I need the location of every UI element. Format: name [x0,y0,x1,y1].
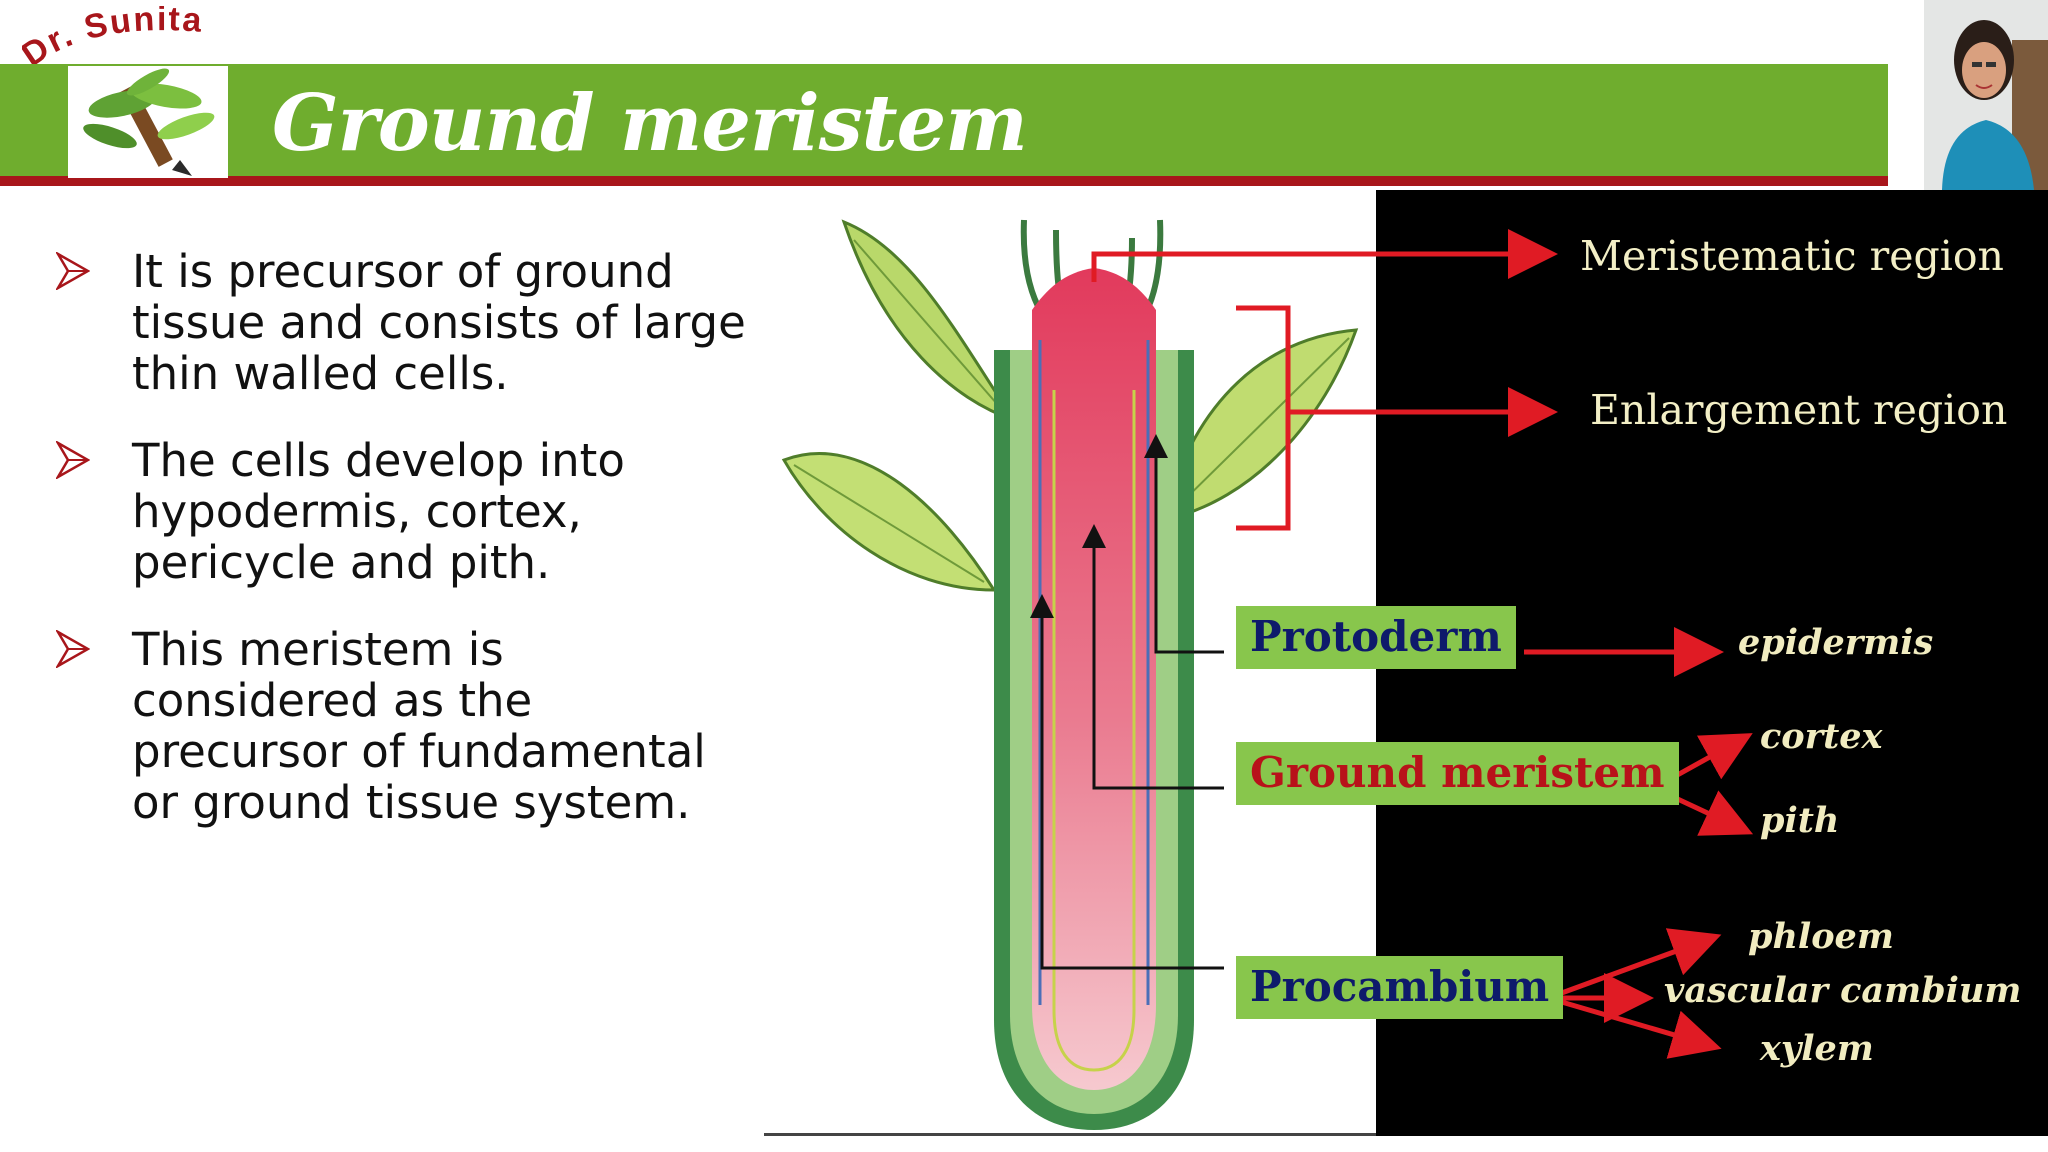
brand-signature: Dr. Sunita [15,0,232,76]
bullet-item: The cells develop into hypodermis, corte… [54,435,754,588]
leaf-pencil-logo [68,66,228,178]
ground-meristem-tag: Ground meristem [1236,742,1679,805]
bullet-text: It is precursor of ground tissue and con… [132,245,746,400]
bullet-text: The cells develop into hypodermis, corte… [132,434,625,589]
pith-label: pith [1760,800,1840,841]
arrow-bullet-icon [56,441,90,479]
title-bar [0,64,1888,186]
meristematic-region-label: Meristematic region [1580,232,2004,280]
bullet-item: This meristem is considered as the precu… [54,624,754,828]
leaf-right-icon [1162,328,1359,522]
title-underline [0,176,1888,186]
enlargement-region-label: Enlargement region [1590,386,2008,434]
diagram-drawing [781,219,1754,1130]
epidermis-label: epidermis [1738,622,1934,663]
arrow-bullet-icon [56,630,90,668]
shoot-apex-diagram: Meristematic region Enlargement region P… [764,190,2048,1136]
procambium-tag: Procambium [1236,956,1564,1019]
arrow-bullet-icon [56,252,90,290]
xylem-label: xylem [1760,1028,1874,1069]
phloem-label: phloem [1748,916,1894,957]
vascular-cambium-label: vascular cambium [1664,970,2022,1011]
bullet-text: This meristem is considered as the precu… [132,623,706,829]
bullet-item: It is precursor of ground tissue and con… [54,246,754,399]
presenter-photo [1924,0,2048,190]
page-title: Ground meristem [272,78,1028,169]
diagram-baseline [764,1133,1376,1136]
leaf-left-upper-icon [841,219,1018,423]
protoderm-tag: Protoderm [1236,606,1516,669]
bullet-list: It is precursor of ground tissue and con… [54,246,754,864]
leaf-left-lower-icon [781,452,997,592]
cortex-label: cortex [1760,716,1883,757]
